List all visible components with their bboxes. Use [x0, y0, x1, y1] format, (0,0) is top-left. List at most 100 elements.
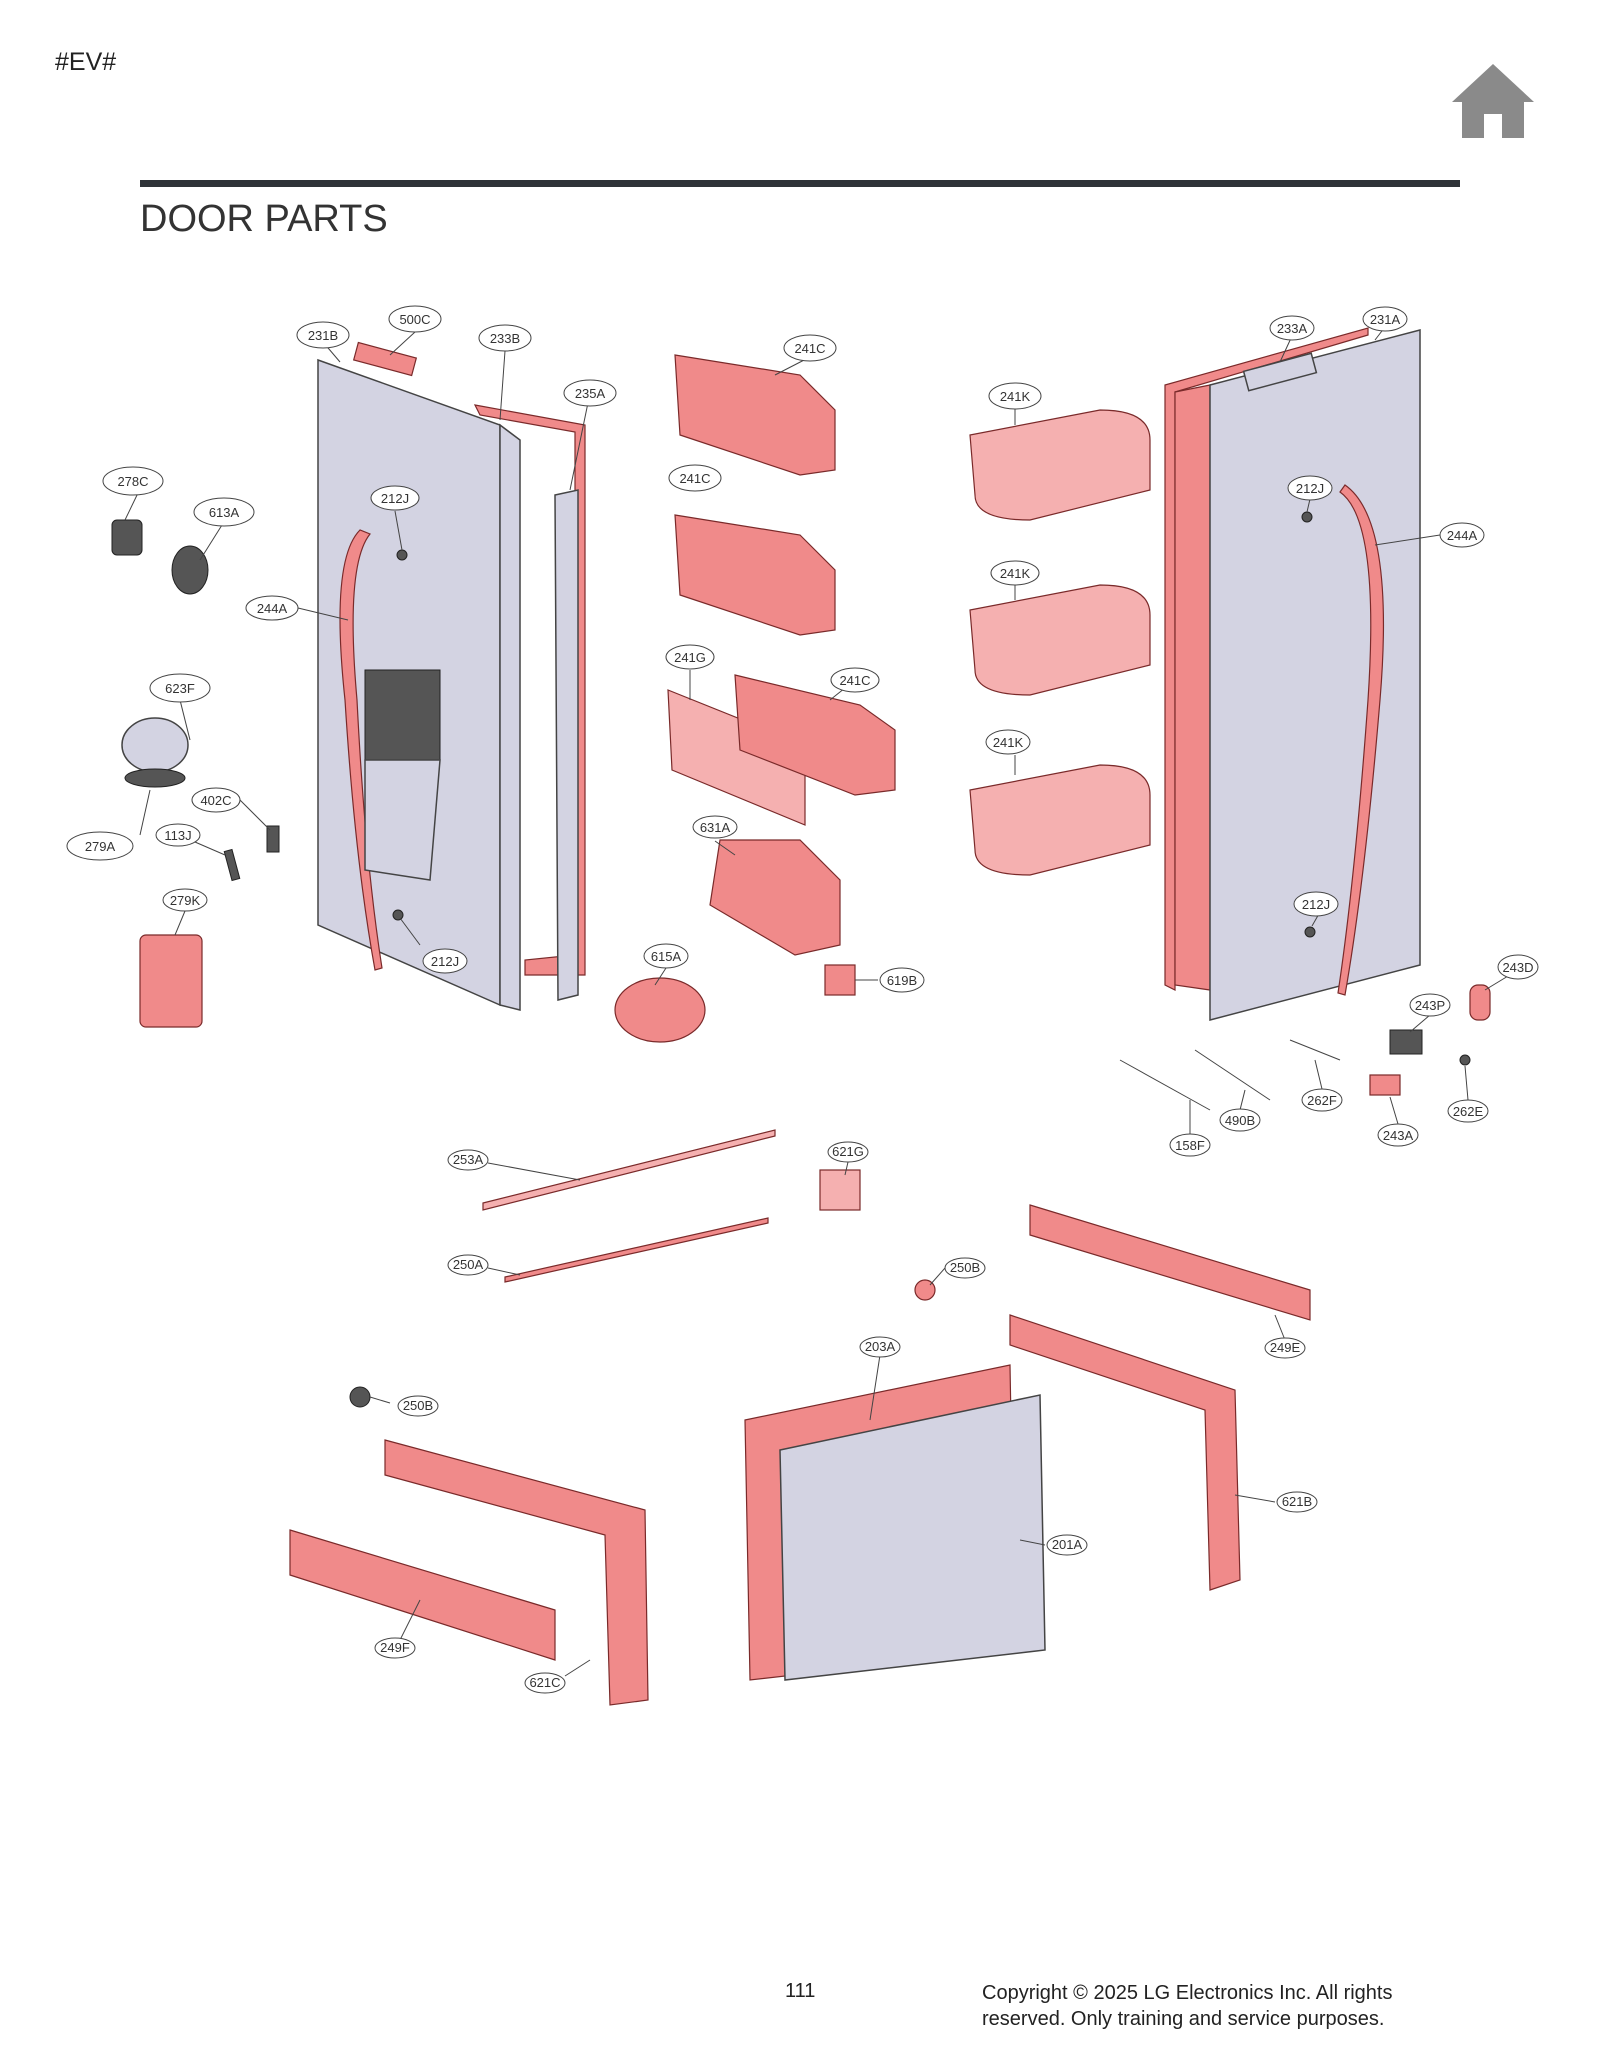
callout-label-631a: 631A	[700, 820, 731, 835]
callout-241k-top: 241K	[988, 382, 1042, 410]
callout-label-253a: 253A	[453, 1152, 484, 1167]
callout-label-113j: 113J	[164, 828, 191, 843]
right-door-liner	[1174, 384, 1211, 991]
callout-490b: 490B	[1219, 1108, 1261, 1132]
home-icon[interactable]	[1450, 62, 1536, 140]
callout-250b-left: 250B	[397, 1395, 439, 1417]
callout-212j-right-bottom: 212J	[1293, 891, 1339, 917]
callout-label-235a: 235A	[575, 386, 606, 401]
callout-621g: 621G	[827, 1141, 869, 1163]
callout-235a: 235A	[563, 379, 617, 407]
callout-label-231a: 231A	[1370, 312, 1401, 327]
callout-619b: 619B	[879, 967, 925, 993]
callout-label-262f: 262F	[1307, 1093, 1337, 1108]
bin-241c-2	[674, 514, 836, 636]
callout-label-615a: 615A	[651, 949, 682, 964]
callout-249e: 249E	[1264, 1337, 1306, 1359]
callout-label-249f: 249F	[380, 1640, 410, 1655]
rail-253a	[482, 1129, 776, 1211]
right-door-cap-233a	[1242, 352, 1318, 392]
page-number: 111	[785, 1980, 816, 2002]
callout-631a: 631A	[692, 815, 738, 839]
callout-244a-right: 244A	[1439, 522, 1485, 548]
bin-241c-1	[674, 354, 836, 476]
left-small-parts	[111, 519, 280, 1028]
callout-label-243p: 243P	[1415, 998, 1445, 1013]
callout-label-212j: 212J	[1302, 897, 1330, 912]
left-door-frame-235a	[554, 489, 579, 1001]
callout-262e: 262E	[1447, 1099, 1489, 1123]
copyright-notice: Copyright © 2025 LG Electronics Inc. All…	[982, 1982, 1393, 2030]
part-402c	[266, 825, 280, 853]
callout-241c-low: 241C	[830, 667, 880, 693]
callout-241k-low: 241K	[985, 729, 1031, 755]
callout-label-158f: 158F	[1175, 1138, 1205, 1153]
title-rule	[140, 180, 1460, 187]
part-623f	[121, 717, 189, 773]
callout-241g: 241G	[665, 644, 715, 670]
callout-label-231b: 231B	[308, 328, 338, 343]
bin-241k-3	[969, 764, 1151, 876]
part-490b	[1194, 1049, 1271, 1101]
callout-label-212j: 212J	[431, 954, 459, 969]
callout-613a: 613A	[193, 497, 255, 527]
left-door-gasket-233b	[473, 404, 586, 976]
callout-label-402c: 402C	[200, 793, 231, 808]
callout-243p: 243P	[1409, 993, 1451, 1017]
callout-label-621b: 621B	[1282, 1494, 1312, 1509]
screw-212j-top	[396, 549, 408, 561]
callout-233b: 233B	[478, 324, 532, 352]
callout-label-241c: 241C	[794, 341, 825, 356]
dispenser-recess	[364, 759, 441, 881]
callout-label-241k: 241K	[993, 735, 1024, 750]
callout-113j: 113J	[155, 823, 201, 847]
callout-243a: 243A	[1377, 1123, 1419, 1147]
part-262f	[1289, 1039, 1341, 1061]
dispenser-housing	[364, 669, 441, 761]
callout-231a: 231A	[1362, 306, 1408, 332]
right-door-outer-panel	[1209, 329, 1421, 1021]
callout-250b-right: 250B	[944, 1257, 986, 1279]
callout-615a: 615A	[643, 943, 689, 969]
callout-233a: 233A	[1269, 315, 1315, 341]
callout-label-619b: 619B	[887, 973, 917, 988]
screw-212j-right-bottom	[1304, 926, 1316, 938]
callout-label-250b: 250B	[403, 1398, 433, 1413]
bin-241c-3	[734, 674, 896, 796]
rail-249f	[289, 1529, 556, 1661]
door-bins	[614, 354, 896, 1043]
callout-279k: 279K	[162, 888, 208, 912]
callout-label-212j: 212J	[381, 491, 409, 506]
bin-241k-1	[969, 409, 1151, 521]
callout-label-250a: 250A	[453, 1257, 484, 1272]
callout-623f: 623F	[149, 673, 211, 703]
part-113j	[223, 848, 241, 882]
callout-label-241k: 241K	[1000, 389, 1031, 404]
callout-278c: 278C	[102, 466, 164, 496]
callout-500c: 500C	[388, 305, 442, 333]
callout-label-278c: 278C	[117, 474, 148, 489]
callout-label-243d: 243D	[1502, 960, 1533, 975]
frame-621b	[1009, 1314, 1241, 1591]
callout-241k-mid: 241K	[990, 560, 1040, 586]
callout-262f: 262F	[1301, 1088, 1343, 1112]
part-619b	[824, 964, 856, 996]
part-262e	[1459, 1054, 1471, 1066]
page-title: DOOR PARTS	[140, 198, 388, 240]
callout-279a: 279A	[66, 831, 134, 861]
left-handle-244a	[339, 529, 383, 971]
left-door-side-panel	[499, 423, 521, 1011]
callout-241c-top: 241C	[783, 334, 837, 362]
callout-label-233a: 233A	[1277, 321, 1308, 336]
callout-label-613a: 613A	[209, 505, 240, 520]
callout-label-244a: 244A	[1447, 528, 1478, 543]
callout-label-279k: 279K	[170, 893, 201, 908]
callout-label-249e: 249E	[1270, 1340, 1301, 1355]
callout-label-243a: 243A	[1383, 1128, 1414, 1143]
callout-leaders	[124, 326, 1519, 1677]
callout-241c-mid: 241C	[668, 464, 722, 492]
gear-250b-left	[349, 1386, 371, 1408]
part-243d	[1469, 984, 1491, 1021]
callout-label-241c: 241C	[839, 673, 870, 688]
